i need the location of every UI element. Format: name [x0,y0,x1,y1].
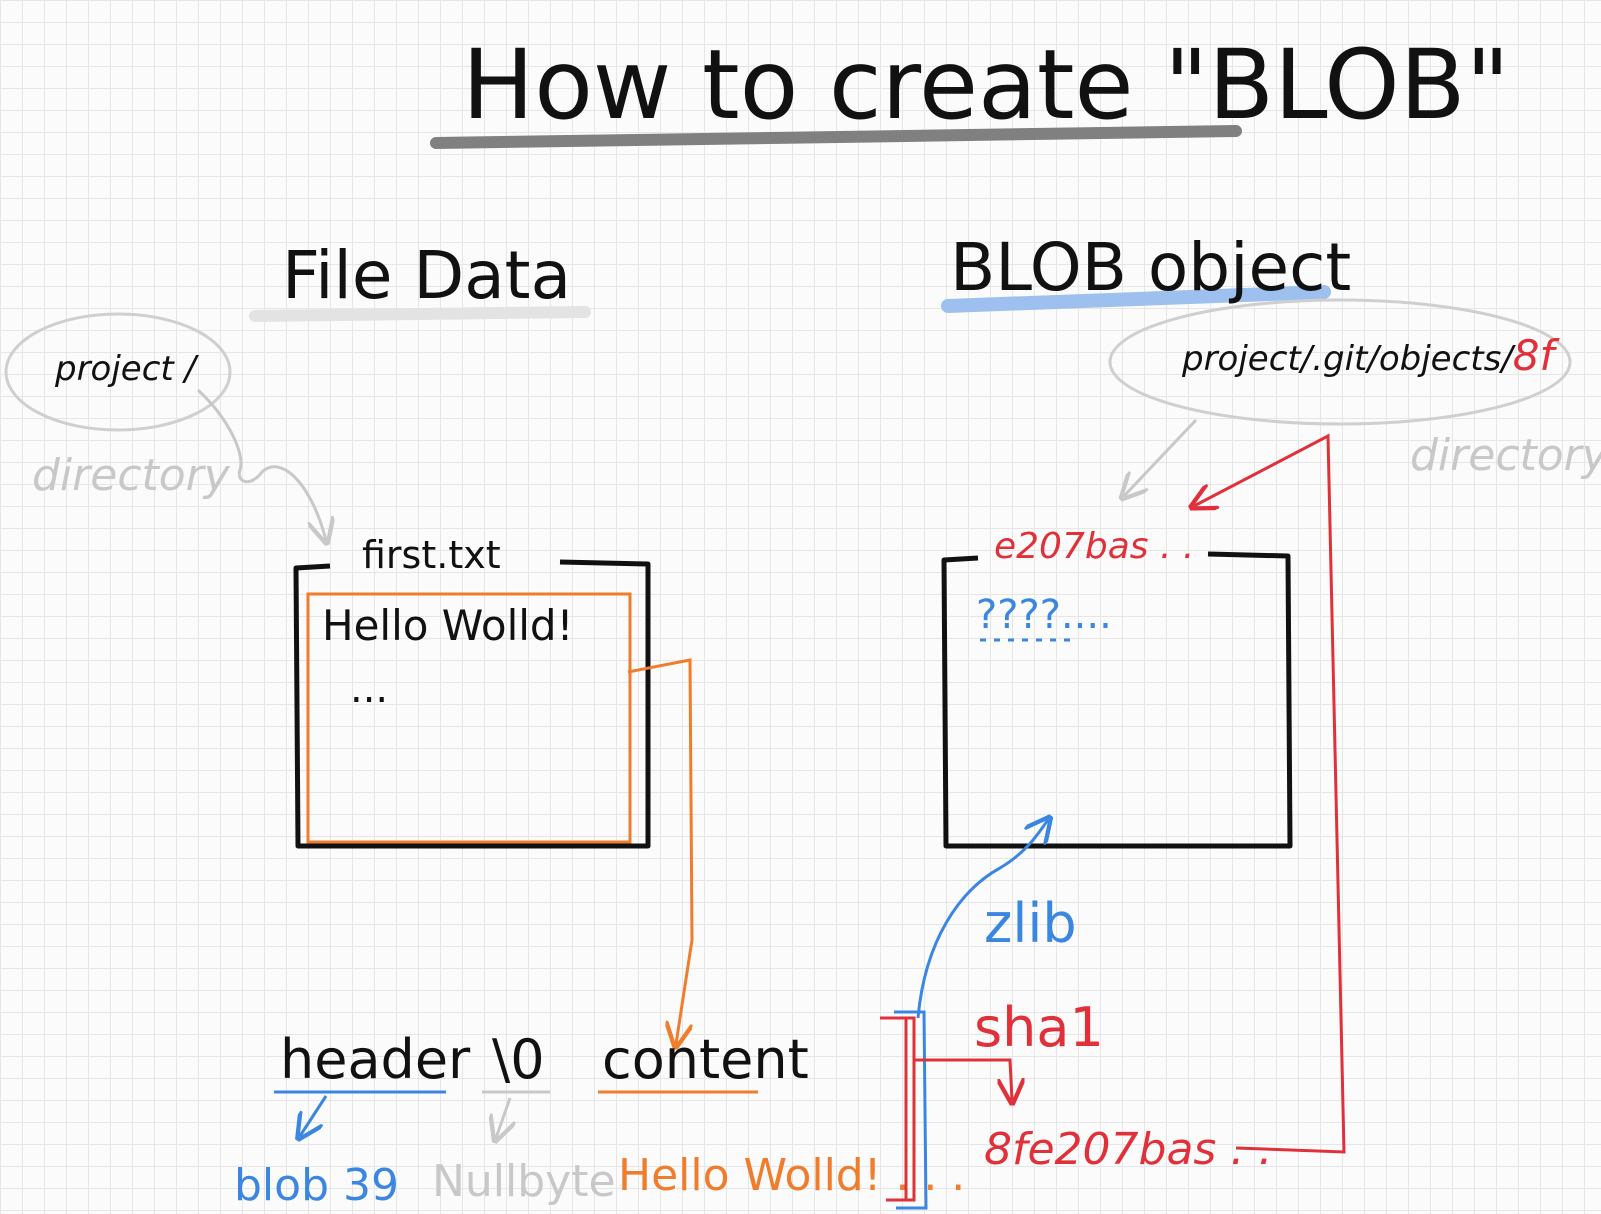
hash-to-dir-arrow [1194,433,1346,1154]
header-value: blob 39 [234,1160,399,1211]
file-name-label: first.txt [362,533,501,577]
blob-object-name: e207bas . . [994,526,1194,567]
red-bracket [880,1016,916,1202]
blob-heading-underline [941,285,1331,313]
blob-box-outline [941,551,1293,849]
null-value: Nullbyte [432,1156,616,1207]
file-box-outline [293,559,651,849]
title-underline [430,125,1242,149]
file-data-heading-underline [249,306,591,322]
page-title: How to create "BLOB" [462,29,1510,141]
blob-format-section: header \0 content blob 39 Nullbyte Hello… [234,1028,965,1211]
blob-object-content: ????.... [976,592,1112,638]
file-content-region [306,592,632,844]
file-data-heading: File Data [282,237,571,314]
project-path-label: project / [54,349,200,389]
file-data-section: File Data project / directory first.txt … [4,237,694,1044]
content-extract-arrow [627,658,694,1044]
directory-label-left: directory [32,450,231,501]
null-down-arrow [496,1097,510,1138]
objects-path-label: project/.git/objects/8f [1181,331,1561,380]
objects-path-hash-prefix: 8f [1513,331,1561,380]
objects-path-prefix: project/.git/objects/ [1181,339,1516,379]
project-to-file-arrow [196,388,326,540]
full-hash-value: 8fe207bas . . [984,1124,1272,1175]
sha1-label: sha1 [974,996,1104,1059]
sha1-arrow [914,1058,1012,1100]
objects-dir-arrow [1124,418,1198,496]
blob-object-section: BLOB object project/.git/objects/8f dire… [880,229,1601,1210]
header-part-label: header [280,1028,471,1091]
zlib-label: zlib [984,892,1077,955]
header-down-arrow [300,1095,328,1136]
file-content-line-1: Hello Wolld! [322,601,573,650]
project-dir-bubble [4,312,232,432]
title-group: How to create "BLOB" [430,29,1510,149]
content-part-label: content [602,1028,809,1091]
file-content-line-2: ... [350,666,388,712]
blue-bracket [894,1010,928,1210]
directory-label-right: directory [1410,430,1601,481]
zlib-arrow [916,820,1048,1019]
objects-dir-bubble [1108,298,1572,426]
blob-object-heading: BLOB object [950,229,1351,306]
null-part-label: \0 [492,1028,545,1091]
